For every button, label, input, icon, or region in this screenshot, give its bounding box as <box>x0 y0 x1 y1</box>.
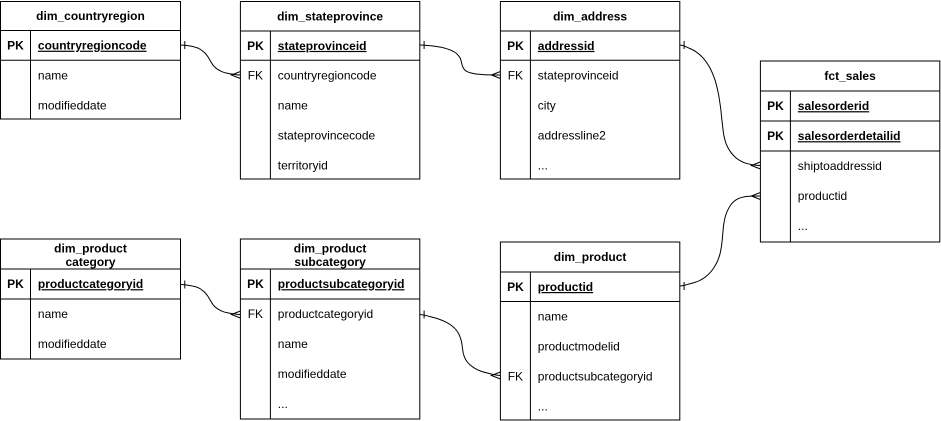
svg-text:dim_address: dim_address <box>553 9 627 23</box>
svg-text:name: name <box>278 99 308 113</box>
svg-text:PK: PK <box>767 129 784 143</box>
svg-text:productcategoryid: productcategoryid <box>278 307 373 321</box>
svg-text:FK: FK <box>248 307 263 321</box>
svg-text:addressline2: addressline2 <box>538 129 606 143</box>
svg-text:salesorderid: salesorderid <box>798 99 869 113</box>
svg-text:productcategoryid: productcategoryid <box>38 277 143 291</box>
svg-text:name: name <box>38 307 68 321</box>
svg-text:...: ... <box>278 397 288 411</box>
svg-text:fct_sales: fct_sales <box>824 69 876 83</box>
svg-text:...: ... <box>538 159 548 173</box>
svg-text:dim_product: dim_product <box>54 242 127 256</box>
svg-text:subcategory: subcategory <box>294 255 366 269</box>
svg-text:salesorderdetailid: salesorderdetailid <box>798 129 901 143</box>
svg-text:productsubcategoryid: productsubcategoryid <box>538 370 653 384</box>
svg-text:...: ... <box>798 219 808 233</box>
svg-text:stateprovinceid: stateprovinceid <box>538 69 619 83</box>
svg-text:FK: FK <box>248 69 263 83</box>
svg-text:dim_product: dim_product <box>294 242 367 256</box>
svg-text:name: name <box>38 69 68 83</box>
svg-text:stateprovinceid: stateprovinceid <box>278 39 367 53</box>
svg-text:category: category <box>65 255 115 269</box>
svg-text:productid: productid <box>538 280 593 294</box>
svg-text:dim_countryregion: dim_countryregion <box>36 9 145 23</box>
svg-text:productmodelid: productmodelid <box>538 340 620 354</box>
svg-text:shiptoaddressid: shiptoaddressid <box>798 159 882 173</box>
svg-text:modifieddate: modifieddate <box>278 367 347 381</box>
svg-text:...: ... <box>538 400 548 414</box>
svg-text:countryregioncode: countryregioncode <box>38 39 147 53</box>
svg-text:modifieddate: modifieddate <box>38 99 107 113</box>
svg-text:modifieddate: modifieddate <box>38 337 107 351</box>
svg-text:dim_product: dim_product <box>554 250 627 264</box>
svg-text:stateprovincecode: stateprovincecode <box>278 129 376 143</box>
svg-text:PK: PK <box>767 99 784 113</box>
svg-text:PK: PK <box>247 277 264 291</box>
svg-text:PK: PK <box>507 280 524 294</box>
svg-text:addressid: addressid <box>538 39 595 53</box>
svg-text:territoryid: territoryid <box>278 159 328 173</box>
svg-text:PK: PK <box>247 39 264 53</box>
svg-text:name: name <box>538 310 568 324</box>
svg-text:PK: PK <box>7 39 24 53</box>
svg-text:FK: FK <box>508 69 523 83</box>
svg-text:PK: PK <box>507 39 524 53</box>
svg-text:FK: FK <box>508 370 523 384</box>
svg-text:productsubcategoryid: productsubcategoryid <box>278 277 405 291</box>
svg-text:name: name <box>278 337 308 351</box>
svg-text:productid: productid <box>798 189 847 203</box>
svg-text:countryregioncode: countryregioncode <box>278 69 377 83</box>
svg-text:PK: PK <box>7 277 24 291</box>
svg-text:city: city <box>538 99 556 113</box>
svg-text:dim_stateprovince: dim_stateprovince <box>277 9 383 23</box>
